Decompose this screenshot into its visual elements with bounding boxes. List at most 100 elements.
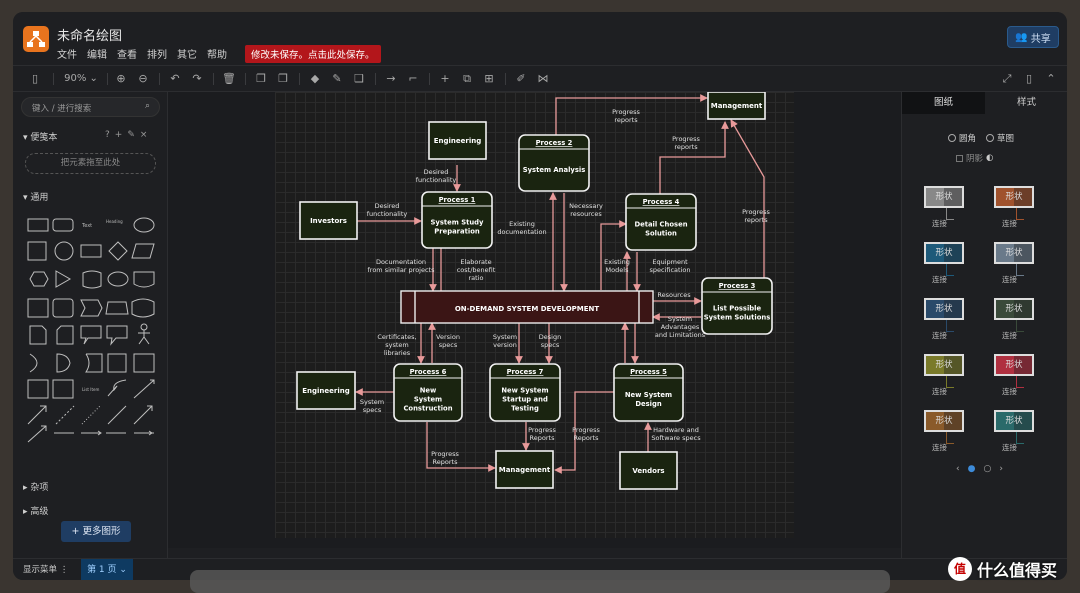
zoom-in-icon[interactable]: ⊕ — [116, 72, 126, 85]
investors-node[interactable]: Investors — [299, 201, 358, 240]
show-menu-button[interactable]: 显示菜单 ⋮ — [23, 565, 69, 575]
process-5-node-body: New System — [625, 391, 672, 399]
sketch-option[interactable]: 草图 — [986, 132, 1014, 144]
vendors-node[interactable]: Vendors — [619, 451, 678, 490]
svg-text:ratio: ratio — [469, 274, 484, 282]
table-icon[interactable]: ⊞ — [484, 72, 494, 85]
zoom-out-icon[interactable]: ⊖ — [138, 72, 148, 85]
page-dot-active[interactable]: ● — [967, 464, 976, 474]
sidebar-toggle-icon[interactable]: ▯ — [31, 72, 39, 85]
shapes-icon[interactable]: ⧉ — [463, 72, 471, 85]
swatch-connector-icon — [946, 432, 954, 444]
app-window: 未命名绘图 文件 编辑 查看 排列 其它 帮助 修改未保存。点击此处保存。 👥 … — [13, 12, 1067, 580]
misc-header[interactable]: ▸ 杂项 — [23, 483, 49, 493]
shape-palette-icons[interactable]: Text Heading List Item — [26, 214, 156, 444]
redo-icon[interactable]: ↷ — [192, 72, 202, 85]
menu-extras[interactable]: 其它 — [177, 50, 197, 61]
style-swatch[interactable]: 形状连接 — [994, 298, 1036, 342]
style-swatch[interactable]: 形状连接 — [924, 242, 966, 286]
search-icon[interactable]: ⌕ — [145, 101, 151, 111]
process-7-node-title: Process 7 — [507, 368, 544, 376]
menu-file[interactable]: 文件 — [57, 50, 77, 61]
shape-search-input[interactable]: 键入 / 进行搜索 — [21, 97, 160, 117]
collapse-icon[interactable]: ⌃ — [1046, 72, 1056, 85]
shadow-icon[interactable]: ❑ — [354, 72, 364, 85]
style-swatch[interactable]: 形状连接 — [924, 410, 966, 454]
page-tab[interactable]: 第 1 页 ⌄ — [81, 559, 133, 580]
management-bottom-node[interactable]: Management — [495, 450, 554, 489]
style-swatch[interactable]: 形状连接 — [994, 242, 1036, 286]
scratchpad-dropzone[interactable]: 把元素拖至此处 — [25, 153, 156, 174]
swatch-connector-label: 连接 — [932, 331, 947, 340]
menu-view[interactable]: 查看 — [117, 50, 137, 61]
rounded-option[interactable]: 圆角 — [948, 132, 976, 144]
menu-help[interactable]: 帮助 — [207, 50, 227, 61]
management-top-node[interactable]: Management — [707, 92, 766, 120]
menu-edit[interactable]: 编辑 — [87, 50, 107, 61]
shadow-option[interactable]: 阴影◐ — [956, 152, 993, 164]
swatch-shape: 形状 — [924, 298, 964, 320]
style-swatch[interactable]: 形状连接 — [924, 354, 966, 398]
svg-text:cost/benefit: cost/benefit — [457, 266, 496, 274]
fullscreen-icon[interactable]: ⤢ — [1002, 72, 1012, 85]
delete-icon[interactable]: 🗑 — [222, 72, 236, 85]
fill-color-icon[interactable]: ◆ — [310, 72, 320, 85]
toolbar-divider — [429, 73, 430, 85]
unsaved-changes-button[interactable]: 修改未保存。点击此处保存。 — [245, 45, 381, 63]
diagram-nodes[interactable]: ManagementEngineeringInvestorsEngineerin… — [296, 92, 773, 490]
zoom-select[interactable]: 90% ⌄ — [64, 73, 98, 84]
advanced-header[interactable]: ▸ 高级 — [23, 507, 49, 517]
menu-arrange[interactable]: 排列 — [147, 50, 167, 61]
scratchpad-actions-icon[interactable]: ?+✎× — [105, 130, 153, 140]
waypoints-icon[interactable]: ⌐ — [408, 72, 418, 85]
style-swatch[interactable]: 形状连接 — [924, 186, 966, 230]
insert-icon[interactable]: + — [440, 72, 450, 85]
tab-style[interactable]: 样式 — [1016, 97, 1036, 108]
engineering-left-node[interactable]: Engineering — [296, 371, 356, 410]
style-swatch[interactable]: 形状连接 — [924, 298, 966, 342]
process-5-node-body: Design — [635, 400, 661, 408]
central-process[interactable]: ON-DEMAND SYSTEM DEVELOPMENT — [400, 290, 654, 324]
to-back-icon[interactable]: ❐ — [278, 72, 288, 85]
format-panel-icon[interactable]: ▯ — [1025, 72, 1033, 85]
users-icon: 👥 — [1015, 31, 1028, 43]
tab-diagram[interactable]: 图纸 — [902, 92, 985, 114]
more-shapes-button[interactable]: + 更多图形 — [61, 521, 131, 542]
share-button[interactable]: 👥 共享 — [1007, 26, 1059, 48]
swatch-connector-label: 连接 — [1002, 331, 1017, 340]
to-front-icon[interactable]: ❐ — [256, 72, 266, 85]
undo-icon[interactable]: ↶ — [170, 72, 180, 85]
style-swatch[interactable]: 形状连接 — [994, 186, 1036, 230]
engineering-top-node[interactable]: Engineering — [428, 121, 487, 160]
dfd-diagram[interactable]: ON-DEMAND SYSTEM DEVELOPMENT ManagementE… — [275, 92, 794, 538]
next-page-icon[interactable]: › — [999, 464, 1003, 474]
swatch-connector-icon — [946, 376, 954, 388]
line-color-icon[interactable]: ✎ — [332, 72, 342, 85]
general-header[interactable]: ▾ 通用 — [23, 193, 49, 203]
page-dot[interactable]: ○ — [983, 464, 992, 474]
edit-style-icon[interactable]: ✐ — [516, 72, 526, 85]
prev-page-icon[interactable]: ‹ — [956, 464, 960, 474]
scratchpad-header[interactable]: ▾ 便笺本 — [23, 133, 58, 143]
style-swatch[interactable]: 形状连接 — [994, 410, 1036, 454]
diagram-layout-icon[interactable]: ⋈ — [537, 72, 549, 85]
svg-text:Progress: Progress — [742, 208, 770, 216]
contrast-icon[interactable]: ◐ — [986, 153, 994, 163]
document-title[interactable]: 未命名绘图 — [57, 29, 123, 44]
style-swatch[interactable]: 形状连接 — [994, 354, 1036, 398]
connection-icon[interactable]: → — [386, 72, 396, 85]
svg-text:functionality: functionality — [416, 176, 457, 184]
